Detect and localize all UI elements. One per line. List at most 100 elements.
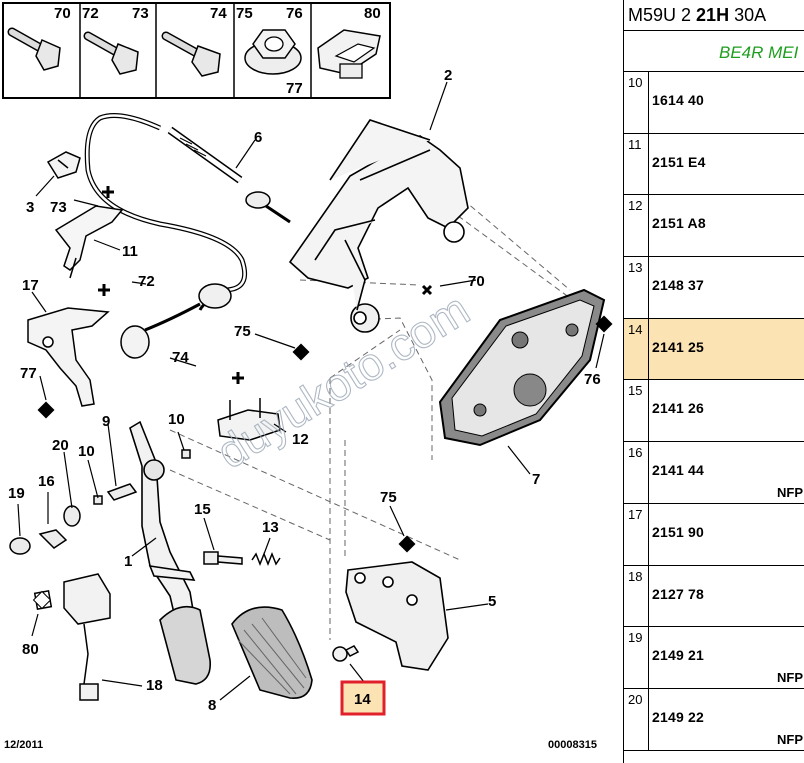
callout-75b[interactable]: 75 [380, 489, 397, 506]
row-number: 11 [624, 133, 649, 195]
callout-76[interactable]: 76 [584, 371, 601, 388]
legend-75: 75 [236, 5, 253, 22]
legend-76: 76 [286, 5, 303, 22]
parts-diagram: duyukoto.com 14 70 72 73 74 75 76 77 80 … [2, 2, 613, 751]
watermark-text: duyukoto.com [208, 283, 478, 479]
legend-80: 80 [364, 5, 381, 22]
diagram-date: 12/2011 [4, 739, 43, 751]
callout-75a[interactable]: 75 [234, 323, 251, 340]
spring-13 [251, 551, 281, 567]
flange-nut-icon [244, 29, 302, 75]
callout-80[interactable]: 80 [22, 641, 39, 658]
legend-72: 72 [82, 5, 99, 22]
sub-header: BE4R MEI [624, 31, 804, 72]
bolt-70-icon [7, 27, 61, 71]
bracket-17 [27, 307, 110, 407]
callout-5[interactable]: 5 [488, 593, 496, 610]
callout-74[interactable]: 74 [172, 349, 189, 366]
row-number: 13 [624, 257, 649, 318]
callout-6[interactable]: 6 [254, 129, 262, 146]
callout-2[interactable]: 2 [444, 67, 452, 84]
callout-8[interactable]: 8 [208, 697, 216, 714]
callout-15[interactable]: 15 [194, 501, 211, 518]
part-reference: 2149 22 [652, 708, 705, 725]
row-number: 19 [624, 627, 649, 688]
part-reference: 2141 25 [652, 338, 705, 355]
callout-numbers: 1 2 3 5 6 7 8 9 10 10 11 12 13 15 16 17 … [8, 67, 601, 714]
callout-7[interactable]: 7 [532, 471, 540, 488]
callout-1[interactable]: 1 [124, 553, 132, 570]
torque-markers [32, 315, 613, 610]
row-number: 10 [624, 72, 649, 133]
clip-nut-icon [317, 29, 381, 79]
part-reference: 2148 37 [652, 277, 705, 294]
part-reference: 1614 40 [652, 92, 705, 108]
callout-18[interactable]: 18 [146, 677, 163, 694]
row-number: 14 [624, 318, 649, 380]
switch-80 [33, 573, 111, 701]
callout-9[interactable]: 9 [102, 413, 110, 430]
part-reference: 2127 78 [652, 585, 705, 602]
legend-73: 73 [132, 5, 149, 22]
legend-77: 77 [286, 80, 303, 97]
callout-17[interactable]: 17 [22, 277, 39, 294]
legend-numbers: 70 72 73 74 75 76 77 80 [54, 5, 381, 97]
pedal-box-2 [288, 119, 469, 333]
clutch-cable [84, 113, 291, 359]
callout-3[interactable]: 3 [26, 199, 34, 216]
nfp-tag: NFP [777, 484, 803, 500]
small-parts-16-20 [9, 449, 191, 555]
callout-77[interactable]: 77 [20, 365, 37, 382]
callout-16[interactable]: 16 [38, 473, 55, 490]
row-number: 18 [624, 565, 649, 627]
bolt-74-icon [161, 31, 221, 77]
row-number: 12 [624, 195, 649, 257]
row-number: 16 [624, 442, 649, 503]
model-suffix: 30A [734, 5, 767, 25]
callout-12[interactable]: 12 [292, 431, 309, 448]
nfp-tag: NFP [777, 731, 803, 747]
callout-72[interactable]: 72 [138, 273, 155, 290]
row-number: 20 [624, 688, 649, 750]
callout-20[interactable]: 20 [52, 437, 69, 454]
pedal-pads-8 [159, 605, 313, 699]
callout-13[interactable]: 13 [262, 519, 279, 536]
legend-70: 70 [54, 5, 71, 22]
cross-markers [98, 186, 433, 384]
bolt-15 [203, 551, 243, 565]
leader-lines [17, 81, 605, 701]
callout-14[interactable]: 14 [354, 691, 371, 708]
part-reference: 2141 44 [652, 462, 705, 479]
callout-10a[interactable]: 10 [168, 411, 185, 428]
bracket-11 [54, 205, 124, 279]
engine-code: 21H [696, 5, 730, 25]
part-reference: 2151 90 [652, 523, 705, 540]
clip-3 [46, 151, 81, 179]
row-number: 17 [624, 503, 649, 565]
bulkhead-plate-7 [438, 288, 606, 447]
part-reference: 2151 A8 [652, 215, 706, 232]
part-reference: 2151 E4 [652, 153, 706, 170]
part-reference: 2141 26 [652, 400, 705, 417]
callout-11[interactable]: 11 [122, 243, 138, 260]
bracket-5 [345, 561, 449, 671]
row-number: 15 [624, 380, 649, 442]
callout-10b[interactable]: 10 [78, 443, 95, 460]
callout-19[interactable]: 19 [8, 485, 25, 502]
callout-70[interactable]: 70 [468, 273, 485, 290]
highlight-box [340, 680, 386, 716]
legend-74: 74 [210, 5, 227, 22]
callout-73[interactable]: 73 [50, 199, 67, 216]
